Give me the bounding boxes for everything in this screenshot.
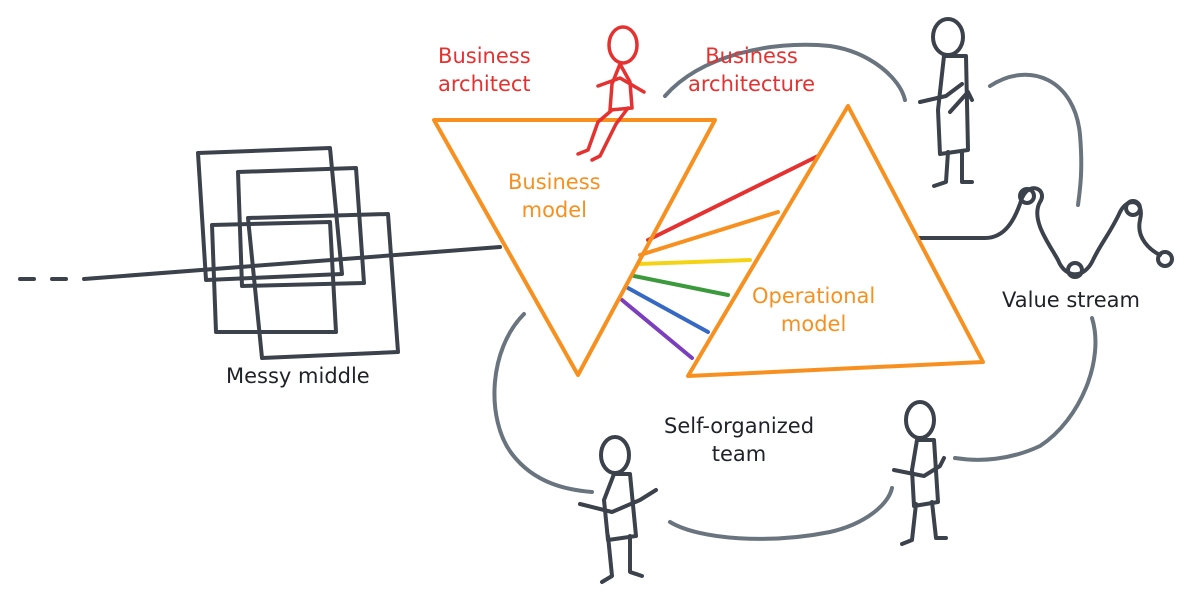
business-architect-figure	[576, 25, 646, 162]
figure-bottom-left	[578, 435, 658, 584]
figure-top-right	[918, 17, 974, 188]
value-stream-line	[916, 186, 1162, 277]
business-architecture-label: Business architecture	[688, 44, 816, 96]
operational-model-triangle	[686, 104, 985, 378]
value-stream-loop	[988, 72, 1084, 207]
messy-middle-label: Messy middle	[226, 364, 370, 388]
rainbow-line-blue	[626, 286, 710, 334]
value-stream-label: Value stream	[1002, 288, 1140, 312]
rainbow-line-yellow	[636, 258, 752, 266]
business-model-triangle	[432, 118, 717, 377]
messy-middle-line	[18, 245, 502, 281]
rainbow-line-red	[646, 154, 820, 242]
rainbow-lines	[620, 154, 820, 360]
operational-model-label: Operational model	[752, 284, 876, 336]
figure-bottom-right	[892, 400, 948, 546]
business-loop	[663, 42, 907, 102]
messy-middle-squares	[196, 146, 400, 360]
rainbow-line-green	[632, 274, 730, 297]
team-loop	[492, 312, 594, 494]
business-architect-label: Business architect	[438, 44, 531, 96]
rainbow-line-orange	[638, 210, 780, 257]
self-organized-team-label: Self-organized team	[664, 414, 815, 466]
rainbow-line-purple	[620, 298, 694, 360]
business-model-label: Business model	[508, 170, 601, 222]
